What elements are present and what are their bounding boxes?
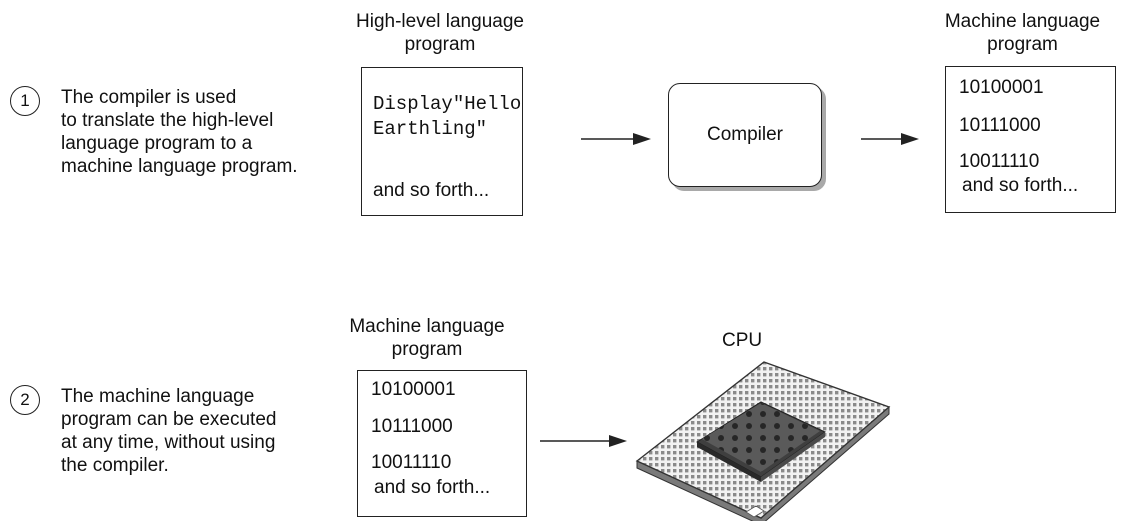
- code-line: Earthling": [373, 118, 488, 140]
- step-2-description: The machine language program can be exec…: [61, 385, 276, 477]
- heading-line: Machine language: [349, 316, 505, 337]
- code-line: Display"Hello: [373, 93, 522, 115]
- binary-line: 10100001: [959, 77, 1044, 98]
- heading-line: program: [987, 34, 1058, 55]
- cpu-label: CPU: [722, 330, 763, 351]
- high-level-program-box: Display"Hello Earthling" and so forth...: [361, 67, 523, 216]
- arrow-to-cpu: [540, 435, 627, 447]
- binary-line: 10011110: [371, 452, 452, 473]
- step-2-line: program can be executed: [61, 409, 277, 430]
- step-1-description: The compiler is used to translate the hi…: [61, 86, 298, 178]
- machine-top-program-box: 10100001 10111000 10011110 and so forth.…: [945, 66, 1116, 213]
- step-2-line: The machine language: [61, 386, 255, 407]
- machine-top-heading: Machine language program: [925, 10, 1120, 56]
- arrow-to-compiler: [581, 133, 651, 145]
- step-1-line: machine language program.: [61, 156, 298, 177]
- cpu-chip-icon: [635, 361, 891, 521]
- high-level-heading: High-level language program: [335, 10, 545, 56]
- step-1-line: language program to a: [61, 133, 253, 154]
- machine-bottom-heading: Machine language program: [332, 315, 522, 361]
- step-1-line: to translate the high-level: [61, 110, 274, 131]
- binary-trailer: and so forth...: [374, 477, 491, 498]
- step-2-line: the compiler.: [61, 455, 169, 476]
- heading-line: Machine language: [944, 11, 1101, 32]
- step-1-line: The compiler is used: [61, 87, 237, 108]
- heading-line: program: [391, 339, 463, 360]
- binary-line: 10111000: [959, 115, 1041, 136]
- binary-line: 10100001: [371, 379, 456, 400]
- machine-bottom-program-box: 10100001 10111000 10011110 and so forth.…: [357, 370, 527, 517]
- arrow-to-machine-program: [861, 133, 919, 145]
- step-1-badge: 1: [10, 86, 40, 116]
- binary-line: 10011110: [959, 151, 1040, 172]
- code-trailer: and so forth...: [373, 180, 490, 201]
- compiler-label: Compiler: [706, 124, 784, 145]
- compiler-box: Compiler: [668, 83, 822, 187]
- binary-line: 10111000: [371, 416, 453, 437]
- heading-line: High-level language: [356, 11, 524, 32]
- heading-line: program: [404, 34, 476, 55]
- step-2-badge: 2: [10, 385, 40, 415]
- binary-trailer: and so forth...: [962, 175, 1079, 196]
- step-2-line: at any time, without using: [61, 432, 276, 453]
